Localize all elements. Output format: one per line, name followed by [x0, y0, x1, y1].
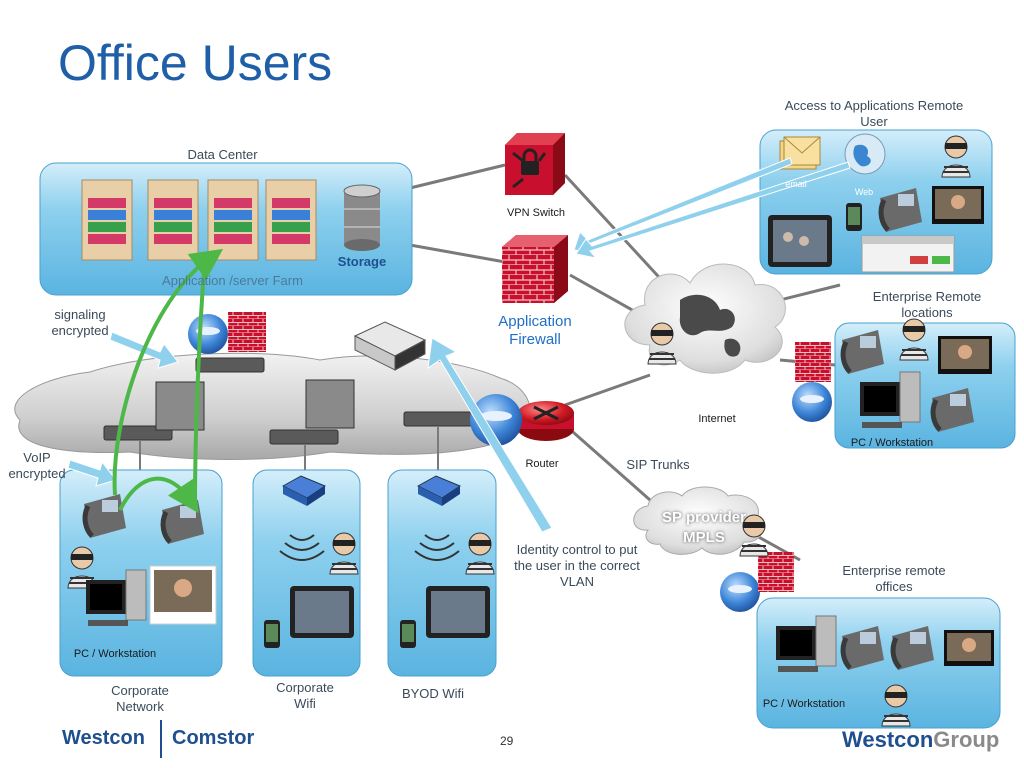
- corporate-wifi-label: Corporate Wifi: [276, 680, 334, 711]
- access-apps-label: Access to Applications Remote User: [784, 98, 964, 129]
- hacker-icon-byod: [465, 532, 495, 575]
- hacker-icon-loc: [899, 318, 929, 361]
- softphone-window-icon: [861, 235, 955, 273]
- smartphone-icon-corp: [264, 620, 280, 648]
- tablet-icon: [768, 215, 832, 267]
- westcon-group-logo-b: Group: [933, 727, 1000, 752]
- enterprise-remote-offices-label: Enterprise remote offices: [842, 563, 946, 594]
- westcon-group-logo: WestconGroup: [842, 727, 999, 753]
- data-center-label: Data Center: [187, 147, 258, 162]
- web-globe-icon: [844, 133, 886, 175]
- signaling-label: signaling encrypted: [51, 307, 109, 338]
- byod-wifi-label: BYOD Wifi: [401, 686, 465, 701]
- pc-workstation-label-office: PC / Workstation: [762, 698, 846, 710]
- video-screen-icon-remote: [932, 186, 984, 224]
- server-farm-icons: [81, 179, 317, 261]
- pc-workstation-label-loc: PC / Workstation: [850, 437, 934, 449]
- westcon-logo: Westcon: [62, 727, 145, 749]
- identity-arrow: [427, 337, 553, 533]
- storage-icon: [343, 184, 381, 251]
- email-label: email: [785, 179, 807, 189]
- smartphone-icon-byod: [400, 620, 416, 648]
- pc-workstation-label-corp: PC / Workstation: [73, 648, 157, 660]
- pc-icon-loc: [860, 371, 921, 428]
- router-icon: [518, 401, 574, 441]
- ip-phone-icon-remote: [878, 188, 922, 232]
- video-screen-icon-office: [944, 630, 994, 666]
- hacker-icon-internet: [647, 322, 677, 365]
- wifi-ap-icon-corp: [281, 475, 327, 506]
- ip-phone-icon-loc1: [840, 330, 884, 374]
- firewall-icon-signaling: [228, 312, 266, 352]
- voip-label: VoIP encrypted: [8, 450, 66, 481]
- video-screen-icon-corp: [149, 565, 217, 625]
- video-screen-icon-loc: [938, 336, 992, 374]
- sip-trunks-label: SIP Trunks: [626, 457, 690, 472]
- pc-icon-corp: [86, 569, 147, 626]
- tablet-icon-byod: [426, 586, 490, 638]
- voip-arrow: [67, 459, 117, 487]
- internet-cloud: [624, 263, 786, 374]
- page-number: 29: [500, 734, 514, 748]
- server-farm-label: Application /server Farm: [162, 273, 303, 288]
- slide-title: Office Users: [58, 35, 333, 91]
- application-firewall-icon: [502, 235, 568, 303]
- access-arrows: [573, 157, 851, 259]
- ip-phone-icon-office1: [840, 626, 884, 670]
- pc-icon-office: [776, 615, 837, 672]
- hacker-icon-wifi: [329, 532, 359, 575]
- application-firewall-label: Application Firewall: [498, 313, 572, 348]
- vpn-ball-icon-signaling: [188, 314, 228, 354]
- westcon-group-logo-a: Westcon: [842, 727, 934, 752]
- green-encrypted-links: [112, 248, 224, 514]
- firewall-icon-office: [758, 552, 794, 592]
- hacker-icon-remote: [941, 135, 971, 178]
- ip-phone-icon-office2: [890, 626, 934, 670]
- wifi-waves-icon-corp: [279, 534, 325, 561]
- corporate-network-label: Corporate Network: [111, 683, 169, 714]
- ip-phone-icon-corp1: [82, 494, 126, 538]
- hacker-icon-sp: [739, 514, 769, 557]
- identity-control-label: Identity control to put the user in the …: [514, 542, 640, 589]
- hacker-icon-office: [881, 684, 911, 727]
- ip-phone-icon-loc2: [930, 388, 974, 432]
- smartphone-icon: [846, 203, 862, 231]
- internet-label: Internet: [698, 413, 736, 425]
- identity-appliance-icon: [353, 321, 427, 371]
- firewall-icon-loc: [795, 342, 831, 382]
- wifi-waves-icon-byod: [414, 534, 460, 561]
- vpn-ball-icon-office: [720, 572, 760, 612]
- vpn-switch-label: VPN Switch: [506, 207, 566, 219]
- enterprise-remote-locations-label: Enterprise Remote locations: [872, 289, 982, 320]
- web-label: Web: [854, 187, 874, 197]
- sp-provider-label: SP provider MPLS: [662, 509, 746, 546]
- wifi-ap-icon-byod: [416, 475, 462, 506]
- vpn-ball-icon-loc: [792, 382, 832, 422]
- tablet-icon-corp: [290, 586, 354, 638]
- storage-label: Storage: [337, 254, 387, 269]
- vpn-switch-icon: [505, 133, 565, 195]
- router-label: Router: [525, 458, 559, 470]
- comstor-logo: Comstor: [172, 727, 255, 749]
- footer-divider: [160, 720, 162, 758]
